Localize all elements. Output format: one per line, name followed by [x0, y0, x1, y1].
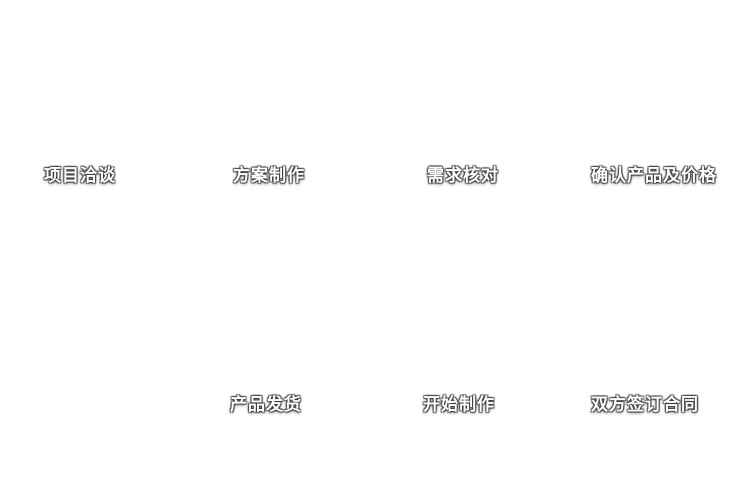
step-label-plan-production: 方案制作: [233, 166, 305, 185]
step-label-project-negotiation: 项目洽谈: [44, 166, 116, 185]
step-label-product-shipment: 产品发货: [230, 395, 302, 414]
step-label-start-production: 开始制作: [423, 395, 495, 414]
step-label-requirement-check: 需求核对: [427, 166, 499, 185]
step-label-sign-contract: 双方签订合同: [591, 395, 699, 414]
step-label-confirm-product-price: 确认产品及价格: [591, 166, 717, 185]
